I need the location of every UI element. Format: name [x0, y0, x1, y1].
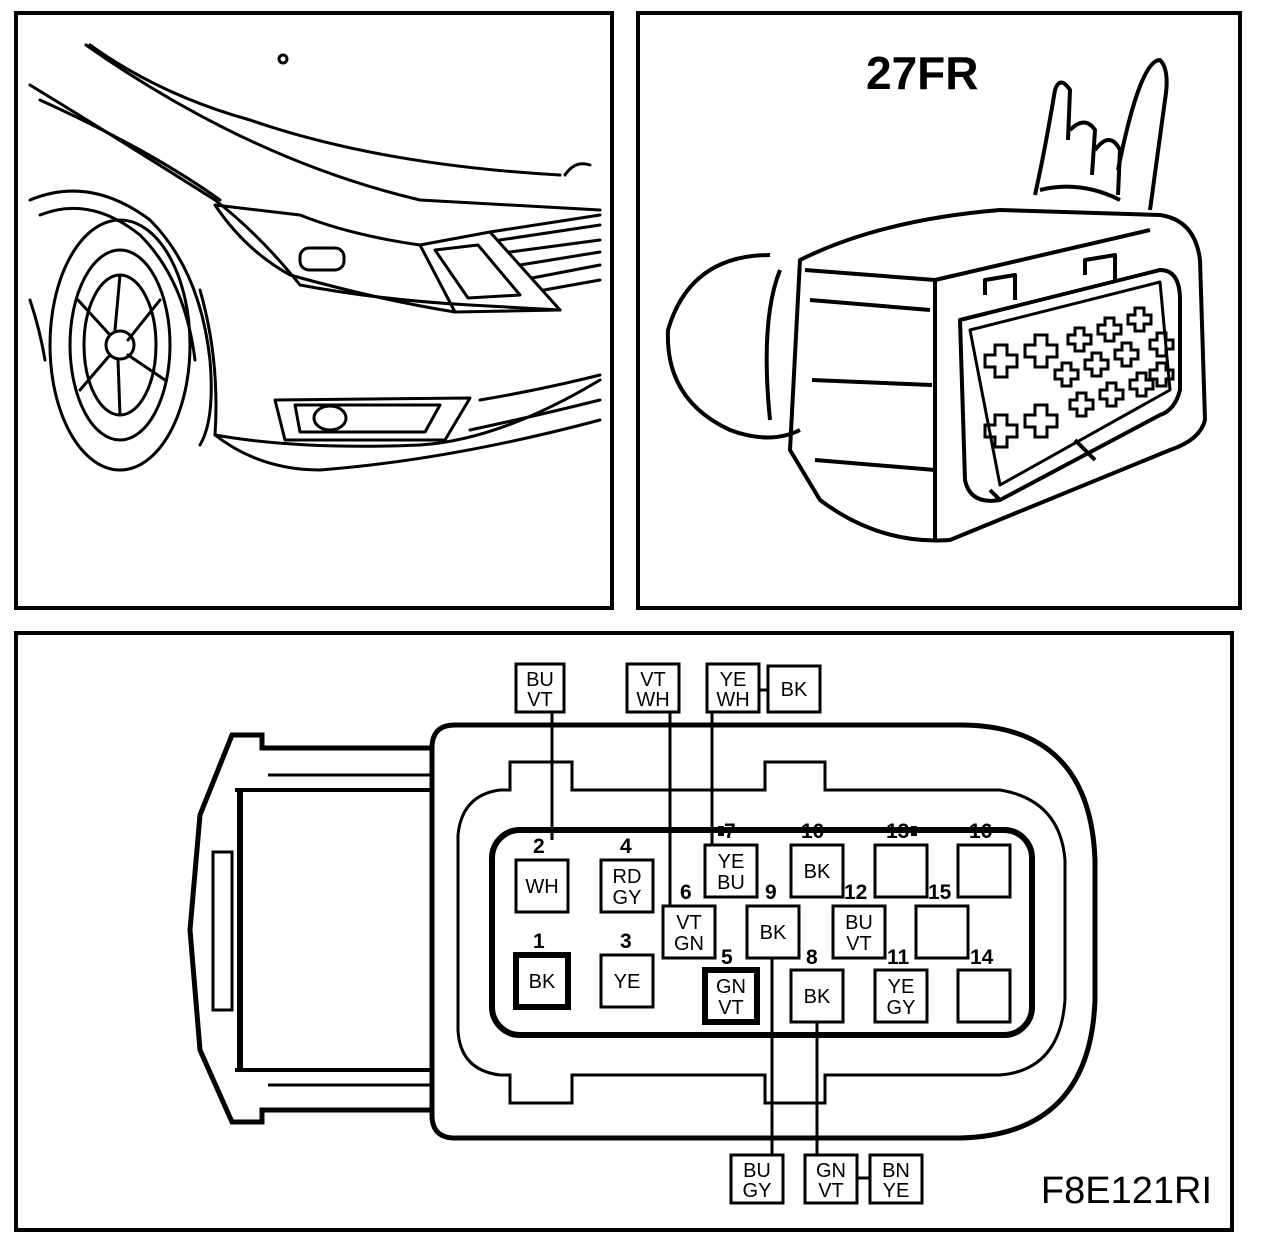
pin-box-14	[956, 968, 1012, 1024]
splice-labels: BU VT VT WH YE WH BK BU GY GN VT BN YE	[526, 669, 910, 1202]
pin-box-13	[873, 843, 929, 899]
pin-12-code-2: VT	[846, 933, 872, 955]
pin-7-code-1: YE	[718, 851, 745, 873]
pin-box-10	[789, 843, 845, 899]
splice-6-line-2: VT	[818, 1180, 844, 1202]
pin-1-code: BK	[529, 971, 556, 993]
splice-box-5	[729, 1153, 785, 1205]
leader-lines	[550, 688, 870, 1180]
pin-8-code: BK	[804, 986, 831, 1008]
splice-6-line-1: GN	[816, 1160, 846, 1182]
pin-box-9	[745, 904, 801, 960]
panel-vehicle-view	[14, 11, 614, 610]
pin-12-code-1: BU	[845, 912, 873, 934]
pin-6-code-2: GN	[674, 933, 704, 955]
pin-number-13: 13	[886, 820, 909, 843]
pin-number-16: 16	[969, 820, 992, 843]
connector-label: 27FR	[866, 47, 978, 99]
splice-5-line-2: GY	[743, 1180, 772, 1202]
splice-2-line-2: WH	[636, 689, 669, 711]
pin-box-16	[956, 843, 1012, 899]
pin-box-4	[599, 858, 655, 914]
splice-box-4	[766, 664, 822, 714]
pin-box-11	[873, 968, 929, 1024]
splice-3-line-2: WH	[716, 689, 749, 711]
pin-box-15	[914, 904, 970, 960]
pin-5-code-1: GN	[716, 976, 746, 998]
pin-7-code-2: BU	[717, 872, 745, 894]
pin-box-7	[703, 843, 759, 899]
splice-box-6	[803, 1153, 859, 1205]
splice-box-7	[868, 1153, 924, 1205]
car-front-illustration	[28, 43, 602, 472]
panel-connector-view	[636, 11, 1242, 610]
pin-number-1: 1	[533, 930, 545, 953]
figure-id: F8E121RI	[1041, 1170, 1212, 1212]
pin-number-6: 6	[680, 881, 692, 904]
pin-box-8	[789, 968, 845, 1024]
panel-pinout-view	[14, 631, 1234, 1232]
pin-10-code: BK	[804, 861, 831, 883]
pin-box-5	[702, 967, 760, 1025]
pin-box-1	[513, 952, 571, 1010]
pin-number-5: 5	[721, 946, 733, 969]
connector-cavities	[983, 306, 1175, 449]
pin-11-code-2: GY	[887, 997, 916, 1019]
connector-illustration	[665, 58, 1207, 543]
pin-boxes	[513, 843, 1012, 1025]
splice-1-line-2: VT	[527, 689, 553, 711]
pin-number-7: 7	[724, 820, 736, 843]
pin-box-12	[831, 904, 887, 960]
splice-2-line-1: VT	[640, 669, 666, 691]
pin-13-marker	[911, 826, 917, 836]
splice-box-1	[514, 662, 566, 714]
splice-7-line-2: YE	[883, 1180, 910, 1202]
pin-4-code-2: GY	[613, 887, 642, 909]
pin-number-8: 8	[806, 946, 818, 969]
pin-3-code: YE	[614, 971, 641, 993]
pin-number-4: 4	[620, 835, 632, 858]
pin-box-6	[661, 904, 717, 960]
splice-5-line-1: BU	[743, 1160, 771, 1182]
splice-1-line-1: BU	[526, 669, 554, 691]
splice-box-2	[625, 662, 681, 714]
pin-codes: BK WH YE RD GY GN VT VT GN YE BU BK BK B…	[525, 851, 915, 1019]
pin-number-14: 14	[970, 946, 994, 969]
pin-4-code-1: RD	[613, 866, 642, 888]
pin-number-15: 15	[928, 881, 952, 904]
pin-box-3	[599, 953, 655, 1009]
pin-9-code: BK	[760, 922, 787, 944]
pin-11-code-1: YE	[888, 976, 915, 998]
pin-6-code-1: VT	[676, 912, 702, 934]
pin-number-3: 3	[620, 930, 632, 953]
pin-number-2: 2	[533, 835, 545, 858]
pin-5-code-2: VT	[718, 997, 744, 1019]
splice-box-3	[705, 662, 761, 714]
pin-box-2	[514, 858, 570, 914]
pin-number-11: 11	[887, 946, 910, 969]
pin-2-code: WH	[525, 876, 558, 898]
connector-outline	[187, 722, 1098, 1141]
splice-boxes	[514, 662, 924, 1205]
pin-numbers: 1 2 3 4 5 6 7 8 9 10 11 12 13 14 15 16	[533, 820, 994, 969]
splice-3-line-1: YE	[720, 669, 747, 691]
splice-7-line-1: BN	[882, 1160, 910, 1182]
pin-number-12: 12	[844, 881, 867, 904]
splice-4-line-1: BK	[781, 679, 808, 701]
pin-number-10: 10	[801, 820, 824, 843]
pin-number-9: 9	[765, 881, 777, 904]
pin-7-marker	[718, 826, 724, 836]
